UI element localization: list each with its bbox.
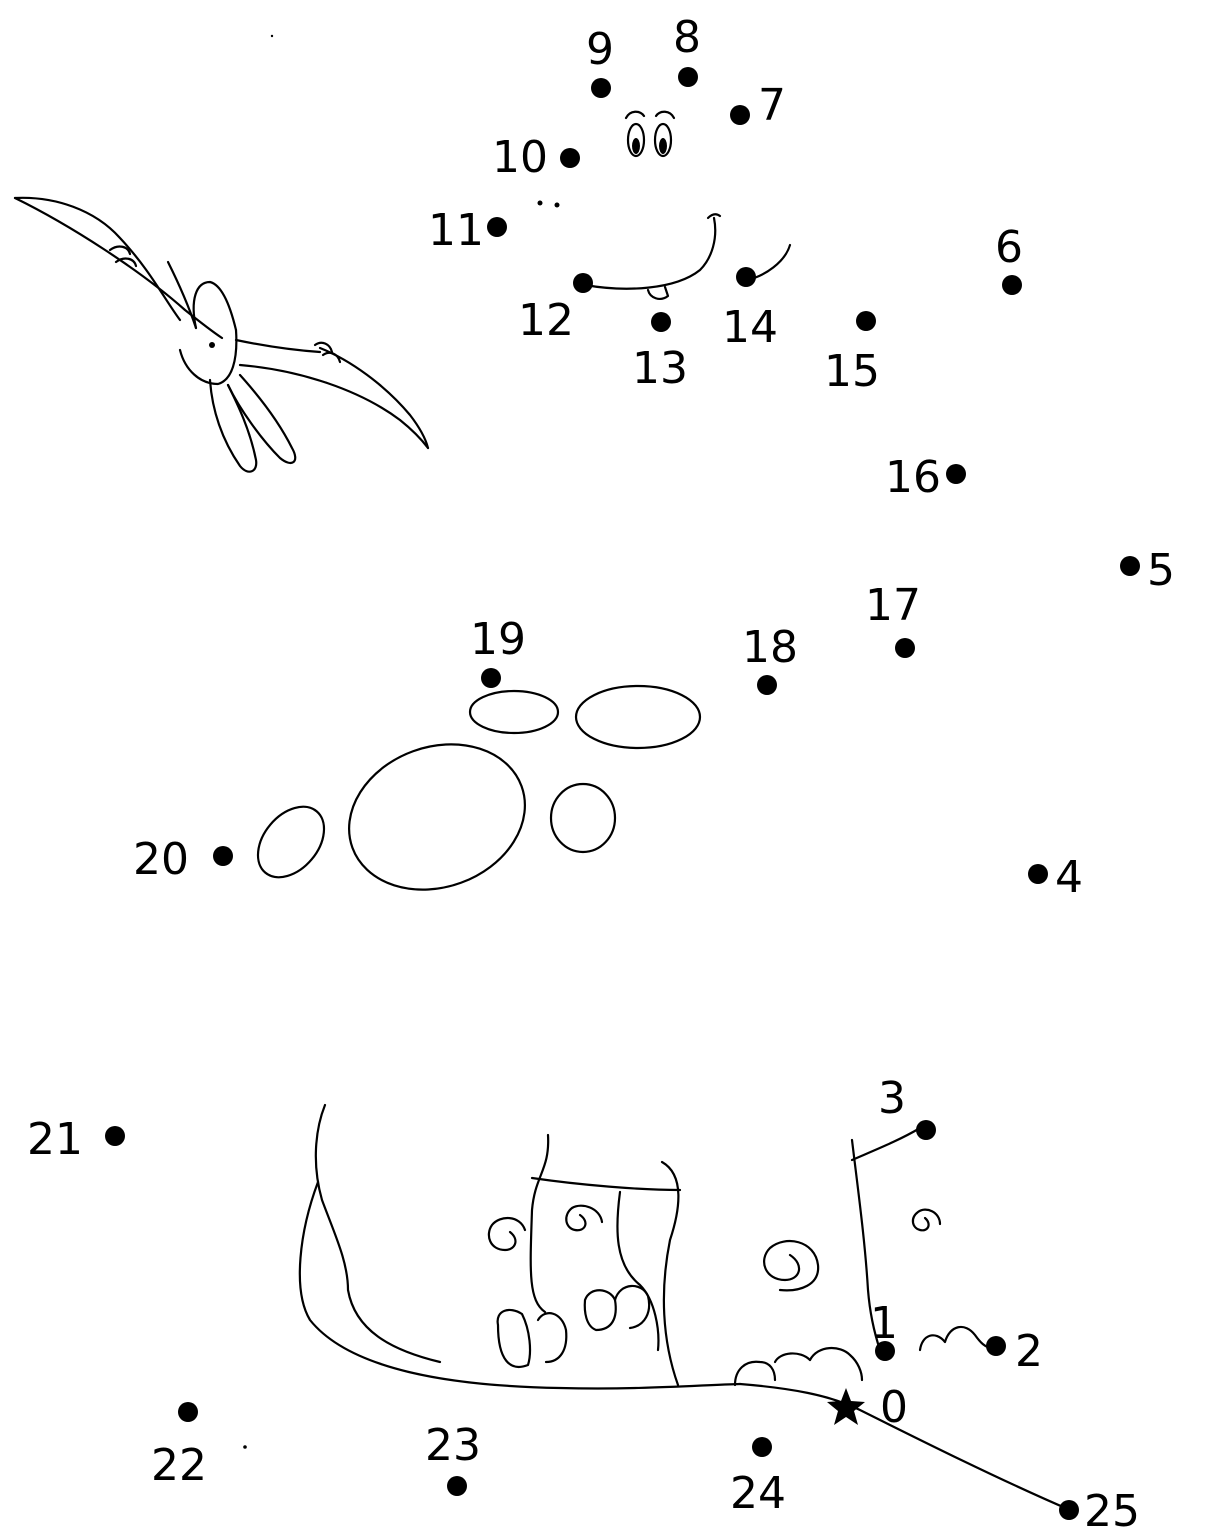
label-21: 21 (27, 1114, 83, 1165)
label-10: 10 (492, 132, 548, 183)
label-17: 17 (865, 580, 921, 631)
label-9: 9 (586, 24, 614, 75)
label-2: 2 (1015, 1326, 1043, 1377)
label-11: 11 (428, 205, 484, 256)
dot-20 (213, 846, 233, 866)
number-dots (105, 67, 1140, 1520)
dot-16 (946, 464, 966, 484)
label-12: 12 (518, 295, 574, 346)
pterodactyl-illustration (13, 196, 430, 473)
label-8: 8 (673, 12, 701, 63)
dot-6 (1002, 275, 1022, 295)
dot-12 (573, 273, 593, 293)
label-6: 6 (995, 222, 1023, 273)
dot-7 (730, 105, 750, 125)
label-15: 15 (824, 346, 880, 397)
dot-21 (105, 1126, 125, 1146)
dot-4 (1028, 864, 1048, 884)
label-1: 1 (870, 1298, 898, 1349)
label-23: 23 (425, 1420, 481, 1471)
dinosaur-illustration (256, 110, 1072, 1512)
dot-5 (1120, 556, 1140, 576)
label-0: 0 (880, 1382, 908, 1433)
label-19: 19 (470, 614, 526, 665)
star-icon (827, 1388, 865, 1425)
dot-3 (916, 1120, 936, 1140)
label-13: 13 (632, 343, 688, 394)
dot-13 (651, 312, 671, 332)
label-20: 20 (133, 834, 189, 885)
dot-19 (481, 668, 501, 688)
dot-8 (678, 67, 698, 87)
dot-22 (178, 1402, 198, 1422)
dot-14 (736, 267, 756, 287)
dot-1 (875, 1341, 895, 1361)
label-7: 7 (758, 80, 786, 131)
label-3: 3 (878, 1073, 906, 1124)
label-4: 4 (1055, 852, 1083, 903)
label-16: 16 (885, 452, 941, 503)
dot-18 (757, 675, 777, 695)
dot-2 (986, 1336, 1006, 1356)
label-14: 14 (722, 302, 778, 353)
dot-9 (591, 78, 611, 98)
dot-10 (560, 148, 580, 168)
label-22: 22 (151, 1440, 207, 1491)
dot-25 (1059, 1500, 1079, 1520)
label-24: 24 (730, 1468, 786, 1519)
dot-15 (856, 311, 876, 331)
dot-23 (447, 1476, 467, 1496)
label-5: 5 (1147, 545, 1175, 596)
number-labels: 0 1 2 3 4 5 6 7 8 9 10 11 12 13 14 15 16… (27, 12, 1175, 1527)
dot-17 (895, 638, 915, 658)
label-18: 18 (742, 622, 798, 673)
dot-24 (752, 1437, 772, 1457)
label-25: 25 (1084, 1486, 1140, 1527)
dot-11 (487, 217, 507, 237)
